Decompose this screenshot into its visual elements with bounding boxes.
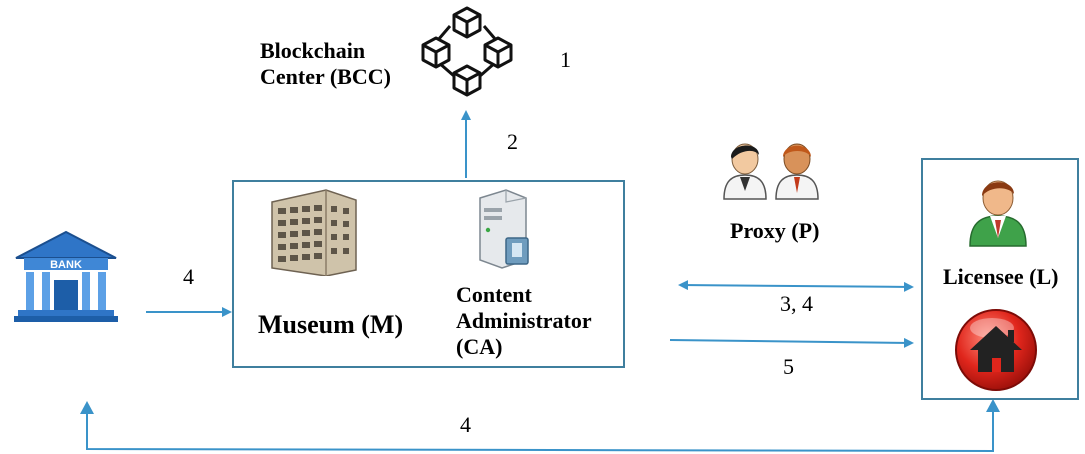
blockchain-cubes-icon [421,6,513,97]
person-icon [723,143,767,200]
bank-sign-text: BANK [50,259,82,271]
step-2-label: 2 [507,129,518,154]
step-34-label: 3, 4 [780,291,813,316]
building-icon [271,189,357,276]
licensee-box [921,158,1079,400]
arrow-proxy-link [678,280,914,292]
ca-label-line1: Content [456,282,532,307]
ca-label: Content Administrator (CA) [456,282,592,360]
server-icon [479,189,529,269]
person-icon [775,143,819,200]
home-icon [955,309,1037,391]
arrow-museum-to-licensee [669,337,914,348]
arrowhead-to-licensee [986,399,1000,412]
step-5-label: 5 [783,354,794,379]
person-icon [969,180,1027,247]
step-4-bottom-label: 4 [460,412,471,437]
arrowhead-to-bank [80,401,94,414]
ca-label-line2: Administrator [456,308,592,333]
museum-box [232,180,625,368]
bcc-label-line1: Blockchain [260,38,366,63]
bcc-label: Blockchain Center (BCC) [260,38,391,90]
line-bottom-loop [86,410,994,453]
museum-label: Museum (M) [258,310,404,339]
proxy-label: Proxy (P) [730,218,820,243]
ca-label-line3: (CA) [456,334,503,359]
bcc-label-line2: Center (BCC) [260,64,391,89]
licensee-label: Licensee (L) [943,264,1059,289]
step-4-bank-label: 4 [183,264,194,289]
bank-icon: BANK [14,230,118,322]
step-1-label: 1 [560,47,571,72]
